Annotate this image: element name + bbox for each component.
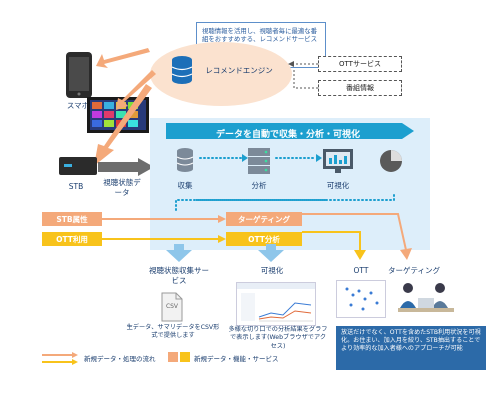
database-icon bbox=[171, 56, 193, 84]
stb-device-icon bbox=[59, 157, 97, 175]
banner-arrow bbox=[166, 123, 414, 139]
row-flow-lines bbox=[102, 215, 226, 243]
smartphone-label: スマホ bbox=[66, 101, 90, 110]
stb-attr-label: STB属性 bbox=[56, 214, 88, 224]
program-info-box: 番組情報 bbox=[318, 80, 402, 96]
targeting-note-text: 放送だけでなく、OTTを含めたSTB利用状況を可視化。お住まい、加入月を絞り、S… bbox=[341, 329, 481, 353]
ott-use-label: OTT利用 bbox=[56, 234, 88, 244]
csv-document-icon bbox=[161, 292, 183, 322]
ott-use-tag: OTT利用 bbox=[42, 232, 102, 246]
analysis-panel bbox=[150, 118, 430, 250]
output-targeting: ターゲティング bbox=[387, 266, 441, 275]
stb-data-arrow bbox=[98, 158, 154, 176]
collect-database-icon bbox=[176, 148, 194, 172]
feedback-dotted-line bbox=[175, 191, 395, 211]
ott-analysis-bar: OTT分析 bbox=[226, 232, 302, 246]
output-arrows bbox=[166, 213, 412, 262]
legend-function-label: 新規データ・機能・サービス bbox=[194, 355, 279, 363]
ott-analysis-bar-label: OTT分析 bbox=[248, 234, 280, 244]
visualize-monitor-icon bbox=[323, 149, 353, 173]
input-arrows bbox=[288, 61, 318, 89]
collect-label: 収集 bbox=[177, 181, 193, 190]
csv-description: 生データ、サマリデータをCSV形式で提供します bbox=[126, 324, 220, 340]
ott-chart-thumbnail bbox=[336, 280, 386, 318]
orange-flow-arrows bbox=[94, 48, 156, 166]
legend-yellow-swatch bbox=[180, 352, 190, 362]
stb-attr-tag: STB属性 bbox=[42, 212, 102, 226]
csv-label: CSV bbox=[165, 303, 179, 310]
output-ott: OTT bbox=[353, 266, 369, 275]
legend-flow-label: 新規データ・処理の流れ bbox=[84, 355, 156, 363]
output-collect-service: 視聴状態収集サービス bbox=[149, 266, 209, 285]
stb-label: STB bbox=[68, 182, 84, 191]
banner-text: データを自動で収集・分析・可視化 bbox=[215, 130, 360, 140]
targeting-bar-label: ターゲティング bbox=[237, 214, 291, 224]
targeting-note: 放送だけでなく、OTTを含めたSTB利用状況を可視化。お住まい、加入月を絞り、S… bbox=[336, 326, 486, 370]
people-meeting-illustration bbox=[398, 283, 454, 312]
ott-service-label: OTTサービス bbox=[339, 60, 381, 68]
analyze-label: 分析 bbox=[251, 181, 267, 190]
engine-label: レコメンドエンジン bbox=[205, 66, 273, 75]
view-data-label: 視聴状態データ bbox=[103, 178, 141, 197]
legend-flow-arrows bbox=[42, 352, 78, 365]
visualize-label: 可視化 bbox=[326, 181, 350, 190]
dashboard-chart bbox=[237, 283, 315, 322]
targeting-bar: ターゲティング bbox=[226, 212, 302, 226]
legend-orange-swatch bbox=[168, 352, 178, 362]
ott-service-box: OTTサービス bbox=[318, 56, 402, 72]
output-visualize: 可視化 bbox=[260, 266, 284, 275]
visualize-description: 多様な切り口での分析結果をグラフで表示します(Webブラウザでアクセス) bbox=[228, 326, 328, 350]
ott-scatter bbox=[345, 287, 379, 311]
program-info-label: 番組情報 bbox=[346, 84, 374, 92]
smartphone-icon bbox=[66, 52, 92, 98]
dashboard-thumbnail bbox=[236, 282, 316, 326]
pie-chart-icon bbox=[380, 150, 402, 172]
analyze-server-icon bbox=[248, 148, 270, 174]
